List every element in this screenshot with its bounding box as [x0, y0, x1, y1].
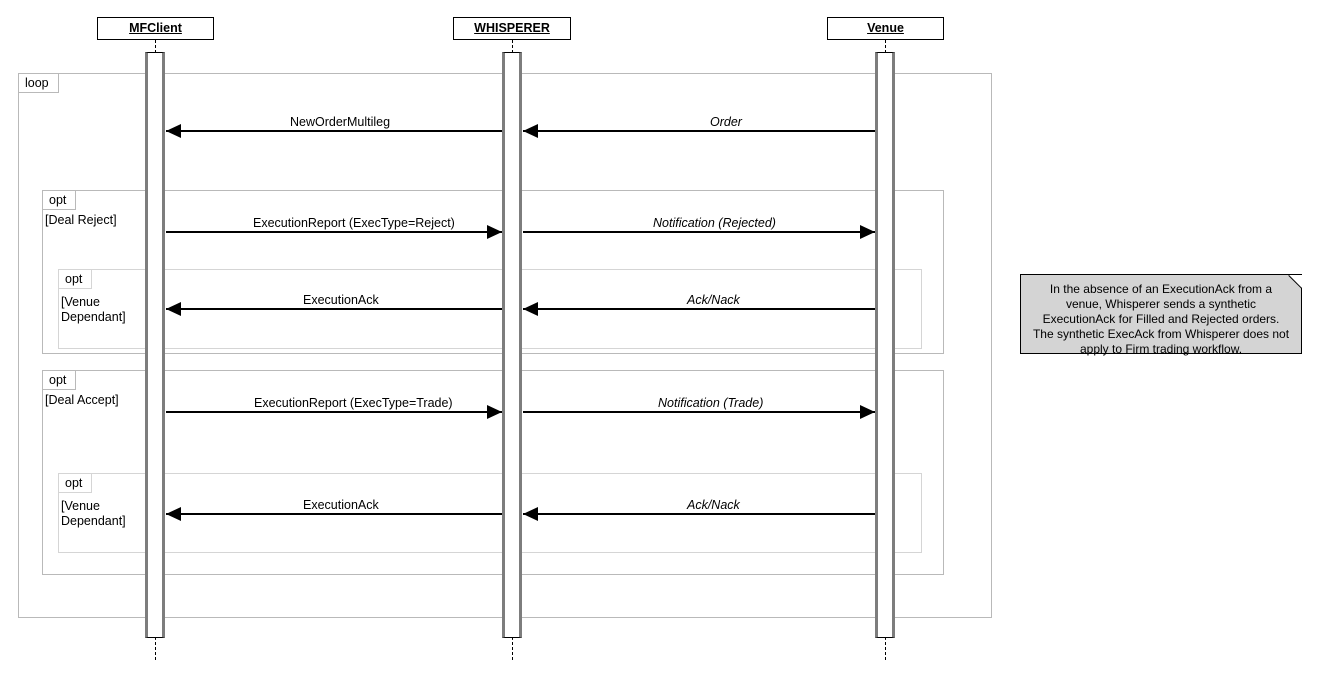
msg-notification-rejected-line [523, 231, 875, 233]
msg-new-order-multileg-arrowhead [166, 124, 181, 138]
opt-venue-dependant-guard-1: [Venue Dependant] [61, 295, 126, 324]
msg-execution-ack-1-arrowhead [166, 302, 181, 316]
msg-exec-report-trade-line [166, 411, 502, 413]
opt-deal-reject-tab: opt [43, 191, 77, 210]
msg-order-line [523, 130, 875, 132]
msg-execution-ack-2-line [166, 513, 502, 515]
msg-notification-rejected-label: Notification (Rejected) [648, 216, 781, 231]
msg-notification-trade-line [523, 411, 875, 413]
activation-bar-whisperer [502, 52, 522, 638]
msg-new-order-multileg-line [166, 130, 502, 132]
opt-venue-dependant-fragment-2 [58, 473, 922, 553]
msg-order-label: Order [705, 115, 747, 130]
msg-execution-ack-1-label: ExecutionAck [298, 293, 384, 308]
lifeline-header-mfclient[interactable]: MFClient [97, 17, 214, 40]
opt-deal-reject-guard: [Deal Reject] [45, 213, 117, 227]
msg-exec-report-trade-label: ExecutionReport (ExecType=Trade) [249, 396, 458, 411]
msg-execution-ack-2-label: ExecutionAck [298, 498, 384, 513]
msg-execution-ack-1-line [166, 308, 502, 310]
opt-venue-dependant-guard-2: [Venue Dependant] [61, 499, 126, 528]
lifeline-header-whisperer[interactable]: WHISPERER [453, 17, 571, 40]
activation-bar-venue [875, 52, 895, 638]
msg-notification-trade-arrowhead [860, 405, 875, 419]
opt-deal-accept-guard: [Deal Accept] [45, 393, 119, 407]
msg-ack-nack-2-label: Ack/Nack [682, 498, 745, 513]
msg-new-order-multileg-label: NewOrderMultileg [285, 115, 396, 130]
msg-notification-trade-label: Notification (Trade) [653, 396, 769, 411]
msg-execution-ack-2-arrowhead [166, 507, 181, 521]
activation-bar-mfclient [145, 52, 165, 638]
msg-notification-rejected-arrowhead [860, 225, 875, 239]
msg-ack-nack-1-line [523, 308, 875, 310]
loop-fragment-tab: loop [19, 74, 59, 93]
msg-ack-nack-1-arrowhead [523, 302, 538, 316]
opt-venue-dependant-fragment-1 [58, 269, 922, 349]
opt-deal-reject-fragment [42, 190, 944, 354]
opt-venue-dependant-tab-1: opt [59, 270, 93, 289]
msg-ack-nack-2-arrowhead [523, 507, 538, 521]
opt-deal-accept-fragment [42, 370, 944, 575]
msg-exec-report-trade-arrowhead [487, 405, 502, 419]
msg-exec-report-reject-label: ExecutionReport (ExecType=Reject) [248, 216, 460, 231]
msg-exec-report-reject-arrowhead [487, 225, 502, 239]
lifeline-header-venue[interactable]: Venue [827, 17, 944, 40]
msg-ack-nack-1-label: Ack/Nack [682, 293, 745, 308]
msg-exec-report-reject-line [166, 231, 502, 233]
opt-deal-accept-tab: opt [43, 371, 77, 390]
msg-ack-nack-2-line [523, 513, 875, 515]
note-fold-corner [1289, 275, 1302, 288]
msg-order-arrowhead [523, 124, 538, 138]
whisperer-synthetic-execack-note: In the absence of an ExecutionAck from a… [1020, 274, 1302, 356]
opt-venue-dependant-tab-2: opt [59, 474, 93, 493]
